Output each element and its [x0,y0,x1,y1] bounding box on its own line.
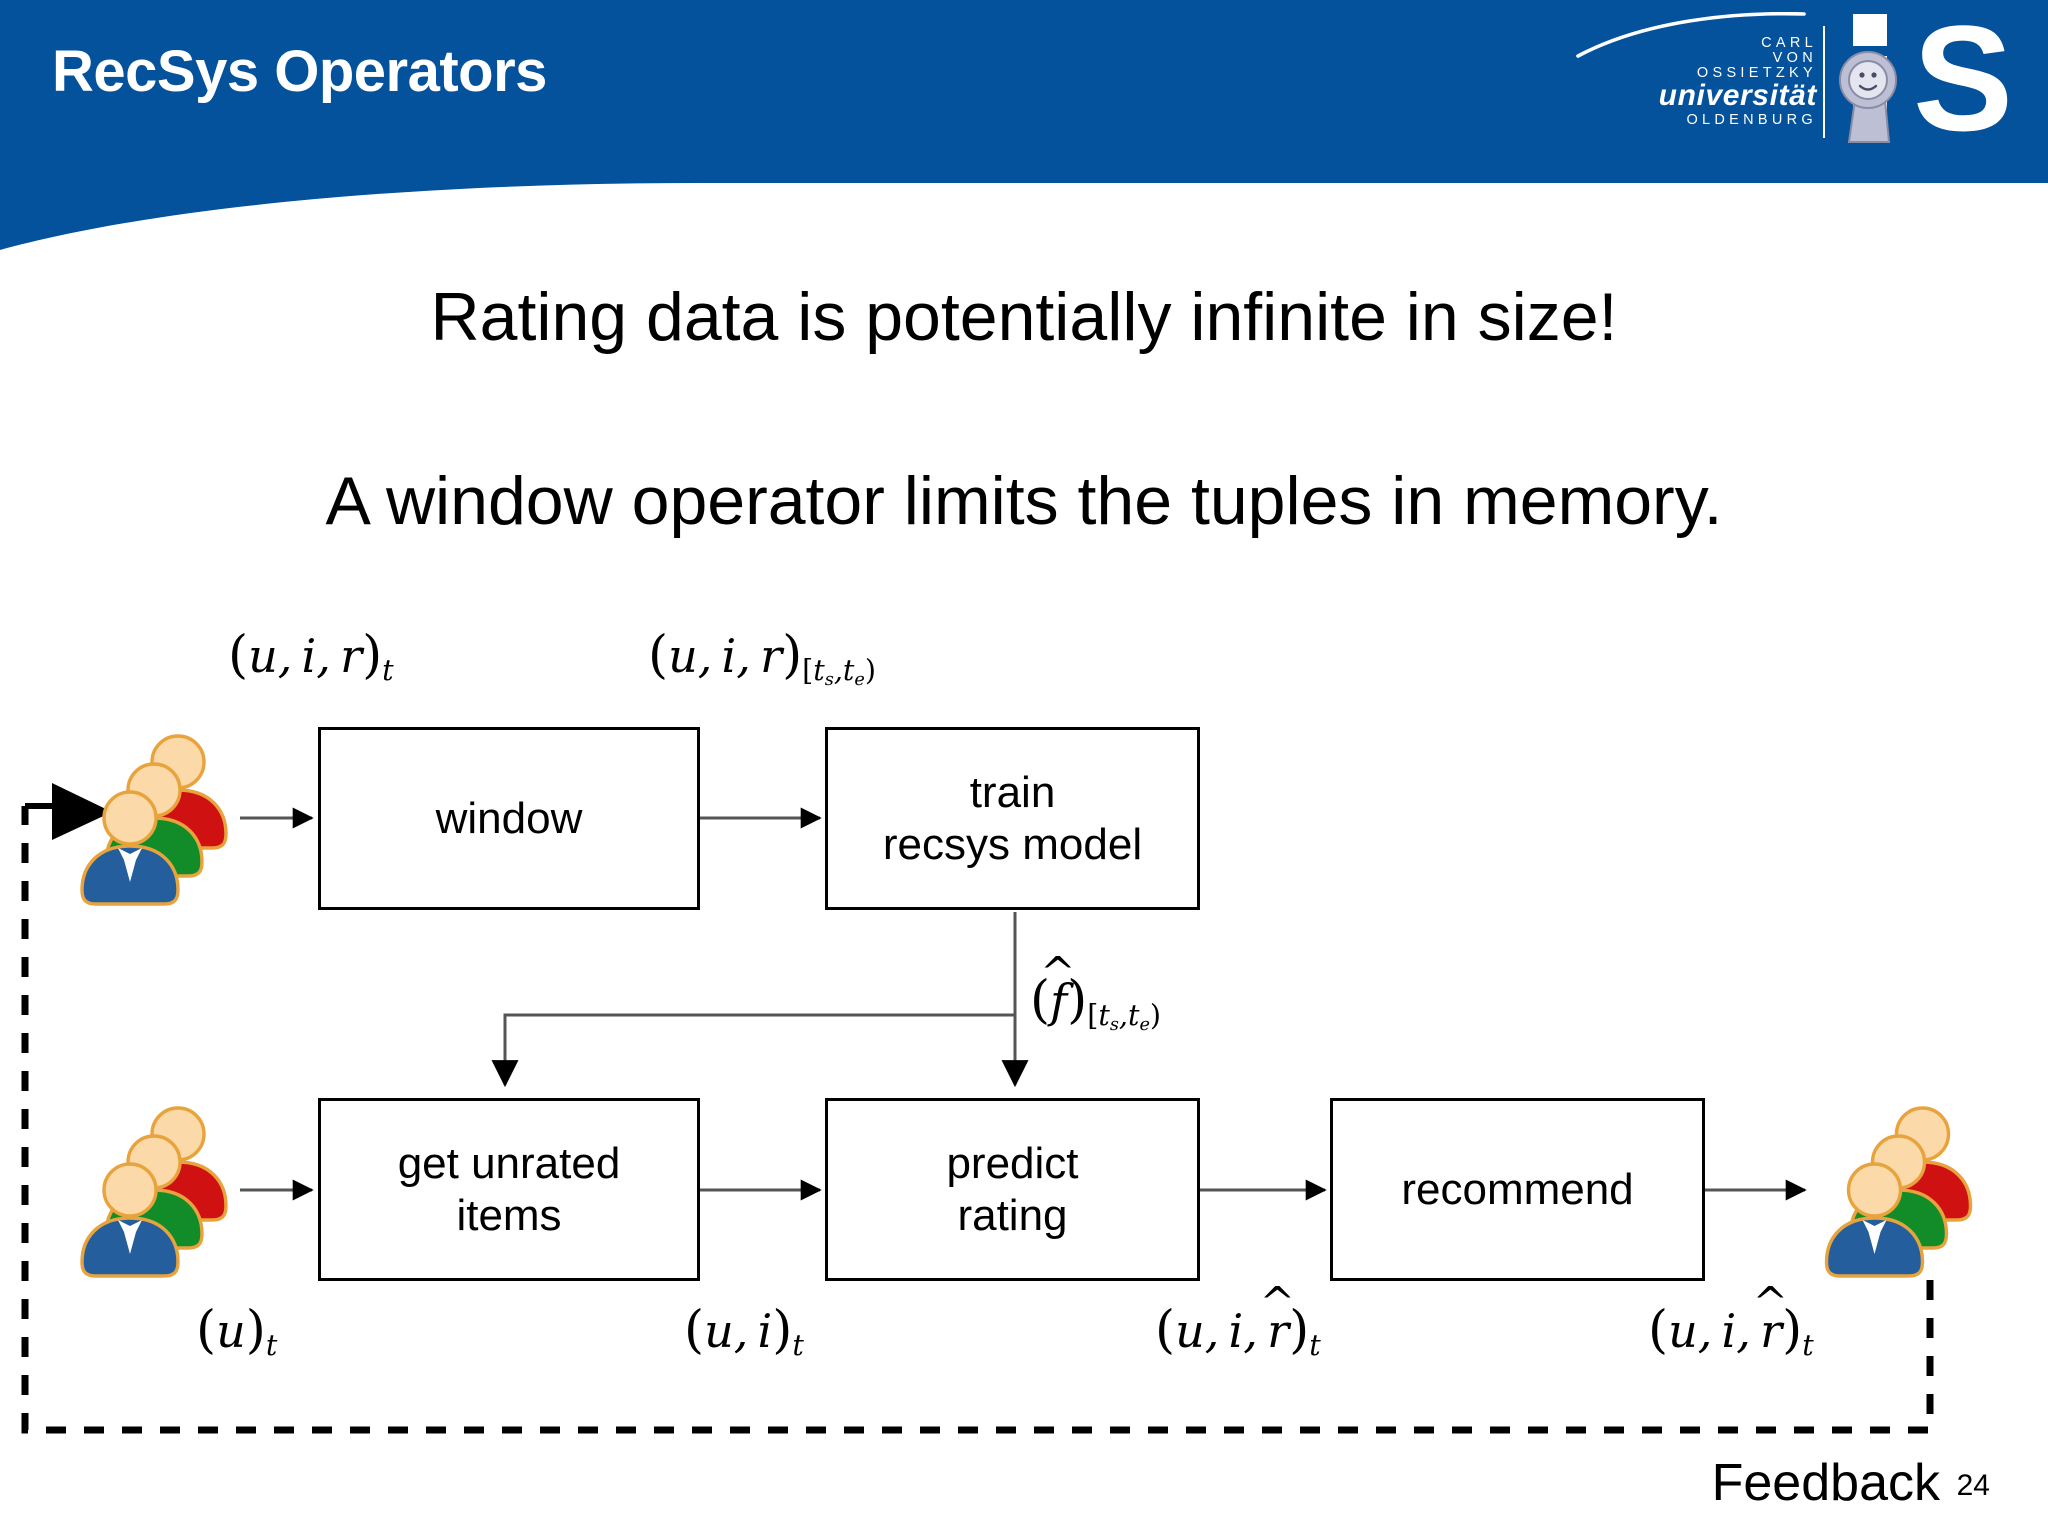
edge-train-to-get-unrated [491,912,1017,1088]
process-box-predict-rating[interactable]: predict rating [825,1098,1200,1281]
feedback-loop-path [21,806,1934,1434]
user-group-icon-requesting-users [78,1098,238,1278]
process-box-recommend[interactable]: recommend [1330,1098,1705,1281]
user-group-icon-input-stream [78,726,238,906]
edge-label-model: (f)[ts,te) [1030,970,1161,1035]
banner-shape [0,0,2048,250]
logo-line-ossietzky: OSSIETZKY [1696,64,1817,81]
edge-label-recommendation: (u, i, r)t [1648,1300,1814,1362]
page-title: RecSys Operators [52,39,547,104]
edge-label-user-item: (u, i)t [684,1300,804,1362]
edge-label-raw-stream: (u, i, r)t [228,625,394,687]
logo-line-carl: CARL [1761,35,1817,51]
university-logo-block: CARL VON OSSIETZKY universität OLDENBURG… [1576,0,2040,162]
slide-header-banner [0,0,2048,250]
process-box-window[interactable]: window [318,727,700,910]
process-box-predict-label-line1: predict [946,1138,1079,1188]
is-institute-logo: S [1835,0,2040,162]
slide-number: 24 [1956,1469,1990,1502]
logo-arc-icon [1576,12,1806,58]
carl-von-ossietzky-logo: CARL VON OSSIETZKY universität OLDENBURG [1576,8,1831,148]
edge-label-windowed-stream: (u, i, r)[ts,te) [648,625,876,690]
logo-line-von: VON [1772,49,1817,66]
edge-label-predicted-rating: (u, i, r)t [1155,1300,1321,1362]
process-box-window-label: window [435,793,583,843]
logo-line-oldenburg: OLDENBURG [1686,111,1817,128]
feedback-arrow-head [52,783,112,840]
process-box-get-unrated-label-line2: items [456,1190,562,1240]
headline-secondary: A window operator limits the tuples in m… [325,463,1723,539]
feedback-loop-label: Feedback [1711,1454,1940,1512]
edge-label-user-request: (u)t [196,1300,278,1362]
process-box-train-label-line2: recsys model [882,819,1143,869]
process-box-predict-label-line2: rating [957,1190,1068,1240]
process-box-recommend-label: recommend [1401,1164,1634,1214]
process-box-train-recsys-model[interactable]: train recsys model [825,727,1200,910]
svg-text:S: S [1913,8,2013,148]
logo-divider [1823,26,1825,138]
process-box-get-unrated-label-line1: get unrated [397,1138,621,1188]
user-group-icon-recipients [1815,1098,1990,1278]
headline-primary: Rating data is potentially infinite in s… [430,279,1618,355]
is-logo-icon: S [1839,0,2013,162]
logo-line-universitaet: universität [1658,79,1817,113]
process-box-train-label-line1: train [969,767,1056,817]
process-box-get-unrated-items[interactable]: get unrated items [318,1098,700,1281]
